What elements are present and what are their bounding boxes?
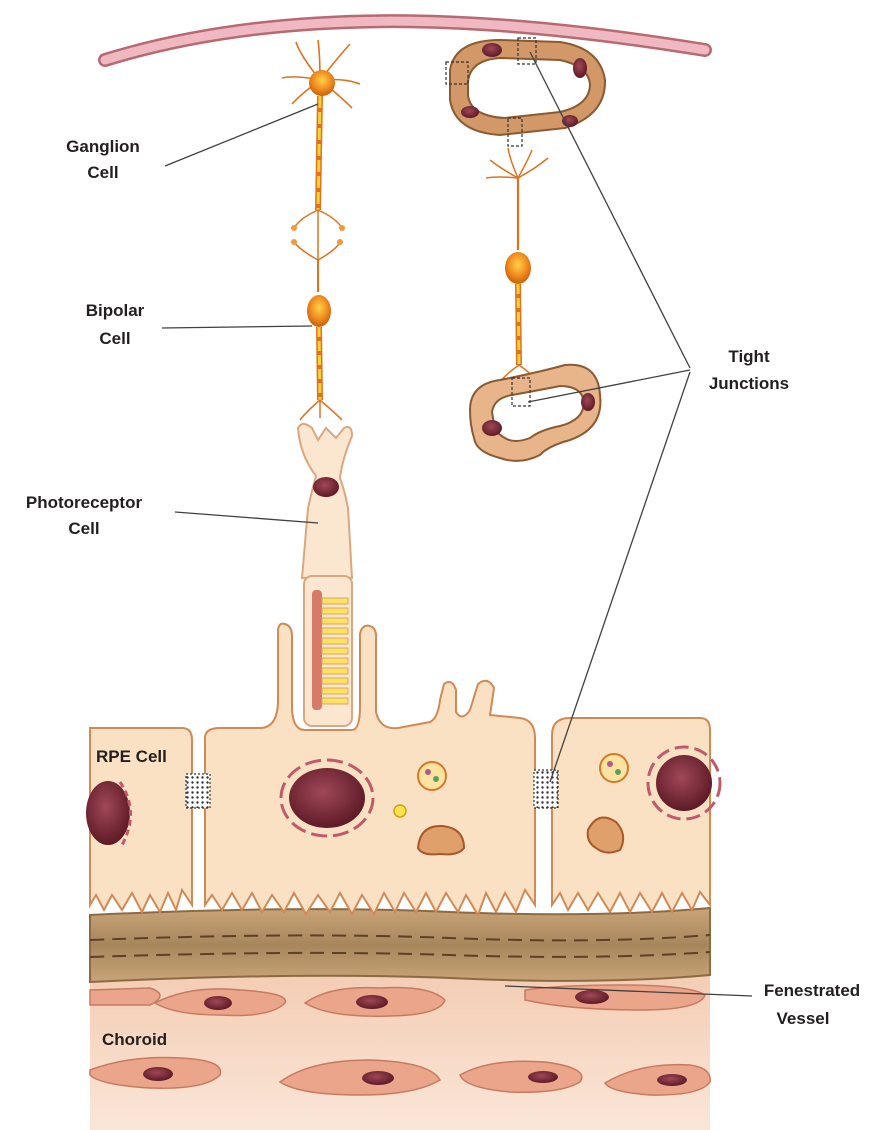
- upper-vessel: [446, 38, 605, 146]
- tight-junctions-label: Tight: [728, 347, 770, 366]
- ganglion-cell-label: Ganglion: [66, 137, 140, 156]
- photoreceptor-cell-label: Photoreceptor: [26, 493, 143, 512]
- photoreceptor-cell: [298, 424, 352, 726]
- fenestrated-vessel-label: Fenestrated: [764, 981, 860, 1000]
- bipolar-cell-label-2: Cell: [99, 329, 130, 348]
- bruchs-membrane: [90, 908, 710, 982]
- choroid-label: Choroid: [102, 1030, 167, 1049]
- left-neuron-chain: [282, 40, 360, 420]
- fenestrated-vessel-label-2: Vessel: [777, 1009, 830, 1028]
- rpe-cells: [86, 624, 720, 915]
- bipolar-cell-label: Bipolar: [86, 301, 145, 320]
- photoreceptor-cell-label-2: Cell: [68, 519, 99, 538]
- right-neuron-chain: [486, 148, 548, 382]
- rpe-cell-label: RPE Cell: [96, 747, 167, 766]
- ganglion-cell-label-2: Cell: [87, 163, 118, 182]
- tight-junctions-label-2: Junctions: [709, 374, 789, 393]
- choroid-layer: [90, 975, 710, 1130]
- lower-vessel: [470, 365, 600, 461]
